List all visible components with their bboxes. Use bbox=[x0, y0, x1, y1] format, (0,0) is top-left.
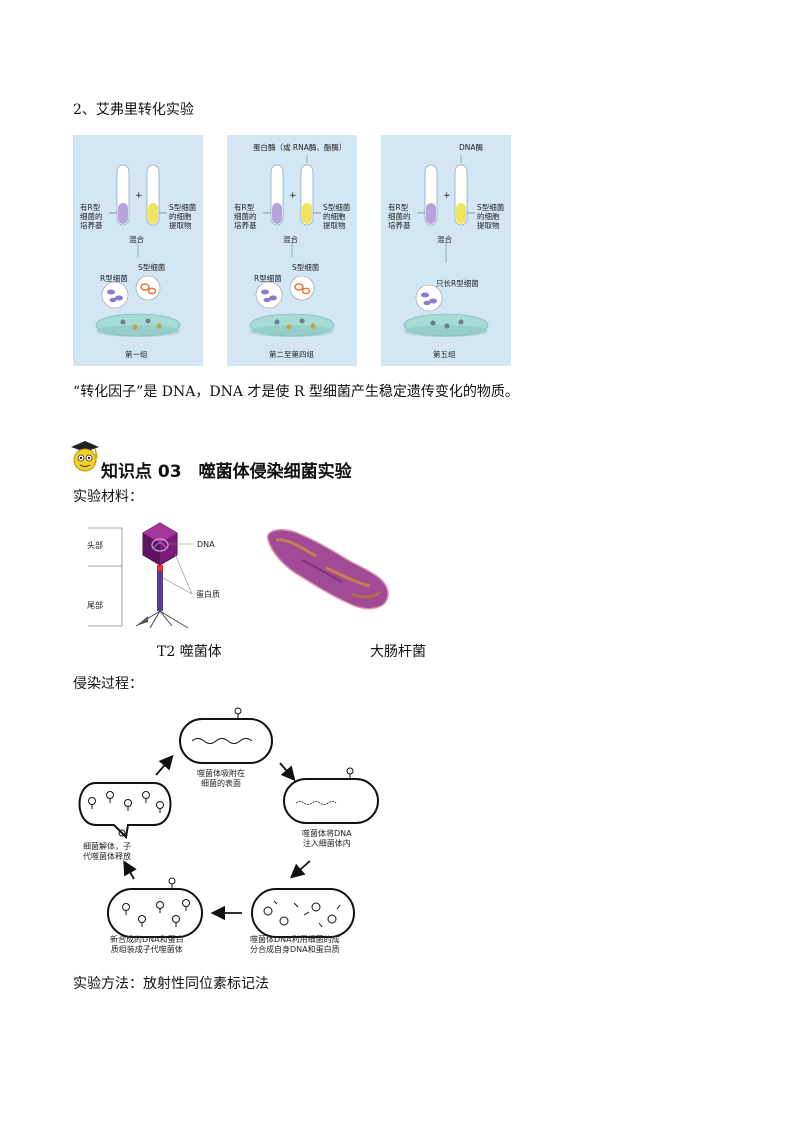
ecoli-caption: 大肠杆菌 bbox=[370, 644, 426, 660]
mix-label: 混合 bbox=[283, 235, 298, 244]
plus-sign: + bbox=[443, 191, 451, 201]
experiment-panel-3: DNA酶 有R型细菌的培养基 S型细菌的细胞提取物 + 混合 只长R型细菌 第五… bbox=[381, 135, 511, 366]
right-tube-label: S型细菌的细胞提取物 bbox=[477, 203, 505, 230]
materials-label: 实验材料： bbox=[73, 489, 143, 505]
mix-label: 混合 bbox=[437, 235, 452, 244]
left-tube-label: 有R型细菌的培养基 bbox=[234, 203, 257, 230]
phage-head-label: 头部 bbox=[87, 541, 103, 550]
infection-cycle-diagram bbox=[78, 707, 379, 938]
section-heading: 知识点 03 噬菌体侵染细菌实验 bbox=[101, 462, 352, 482]
experiment-illustration-3 bbox=[403, 155, 489, 337]
conclusion-text: “转化因子”是 DNA，DNA 才是使 R 型细菌产生稳定遗传变化的物质。 bbox=[73, 384, 519, 400]
step-assemble-label: 新合成的DNA和蛋白质组装成子代噬菌体 bbox=[110, 935, 184, 954]
right-tube-label: S型细菌的细胞提取物 bbox=[169, 203, 197, 230]
panel-caption: 第五组 bbox=[433, 350, 456, 359]
panel-caption: 第一组 bbox=[125, 350, 148, 359]
experiment-illustration-1 bbox=[95, 164, 181, 337]
step-adsorb-label: 噬菌体吸附在细菌的表面 bbox=[197, 769, 245, 788]
only-r-label: 只长R型细菌 bbox=[436, 279, 479, 288]
experiment-illustration-2 bbox=[249, 155, 335, 337]
experiment-panel-2: 蛋白酶（或 RNA酶、酯酶） 有R型细菌的培养基 S型细菌的细胞提取物 + 混合… bbox=[227, 135, 357, 366]
r-strain-label: R型细菌 bbox=[254, 274, 282, 283]
step-lyse-label: 细菌解体，子代噬菌体释放 bbox=[83, 842, 131, 861]
left-tube-label: 有R型细菌的培养基 bbox=[80, 203, 103, 230]
phage-dna-label: DNA bbox=[197, 540, 215, 549]
left-tube-label: 有R型细菌的培养基 bbox=[388, 203, 411, 230]
plus-sign: + bbox=[135, 191, 143, 201]
plus-sign: + bbox=[289, 191, 297, 201]
section-title: 2、艾弗里转化实验 bbox=[73, 102, 194, 118]
mix-label: 混合 bbox=[129, 235, 144, 244]
s-strain-label: S型细菌 bbox=[292, 263, 320, 272]
process-label: 侵染过程： bbox=[73, 676, 143, 692]
step-synthesize-label: 噬菌体DNA利用细菌的成分合成自身DNA和蛋白质 bbox=[250, 935, 340, 954]
experiment-panel-1: 有R型细菌的培养基 S型细菌的细胞提取物 + 混合 S型细菌 R型细菌 第一组 bbox=[73, 135, 203, 366]
s-strain-label: S型细菌 bbox=[138, 263, 166, 272]
r-strain-label: R型细菌 bbox=[100, 274, 128, 283]
ecoli-illustration bbox=[266, 528, 389, 610]
phage-tail-label: 尾部 bbox=[87, 601, 103, 610]
phage-caption: T2 噬菌体 bbox=[157, 644, 222, 660]
scholar-emoji-icon bbox=[71, 441, 99, 472]
t2-phage-illustration bbox=[88, 522, 194, 629]
panel-caption: 第二至第四组 bbox=[269, 350, 314, 359]
enzyme-label: DNA酶 bbox=[459, 143, 484, 152]
right-tube-label: S型细菌的细胞提取物 bbox=[323, 203, 351, 230]
phage-protein-label: 蛋白质 bbox=[196, 590, 220, 599]
enzyme-label: 蛋白酶（或 RNA酶、酯酶） bbox=[253, 143, 347, 152]
method-text: 实验方法：放射性同位素标记法 bbox=[73, 976, 269, 992]
